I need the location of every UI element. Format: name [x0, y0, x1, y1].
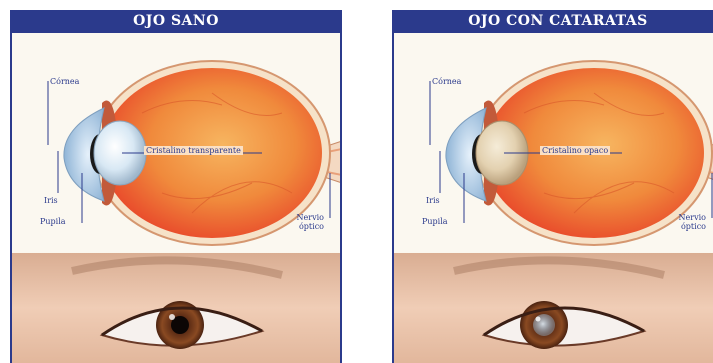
panel-title: OJO CON CATARATAS — [394, 10, 713, 33]
optic-nerve-label: Nervio óptico — [679, 213, 706, 231]
cornea-label: Córnea — [432, 77, 461, 86]
iris-label: Iris — [426, 196, 440, 205]
iris-label: Iris — [44, 196, 58, 205]
cataract-eye-panel: OJO CON CATARATAS — [392, 10, 713, 363]
cornea-label: Córnea — [50, 77, 79, 86]
eye-diagram: Córnea Iris Pupila Cristalino transparen… — [12, 33, 340, 252]
lens-label: Cristalino transparente — [144, 146, 243, 155]
lens-label: Cristalino opaco — [540, 146, 610, 155]
healthy-eye-panel: OJO SANO — [10, 10, 342, 363]
pupil-label: Pupila — [422, 217, 448, 226]
eye-diagram: Córnea Iris Pupila Cristalino opaco Nerv… — [394, 33, 713, 252]
eye-photo — [12, 253, 340, 363]
panel-title: OJO SANO — [12, 10, 340, 33]
eye-photo — [394, 253, 713, 363]
pupil-label: Pupila — [40, 217, 66, 226]
optic-nerve-label: Nervio óptico — [297, 213, 324, 231]
